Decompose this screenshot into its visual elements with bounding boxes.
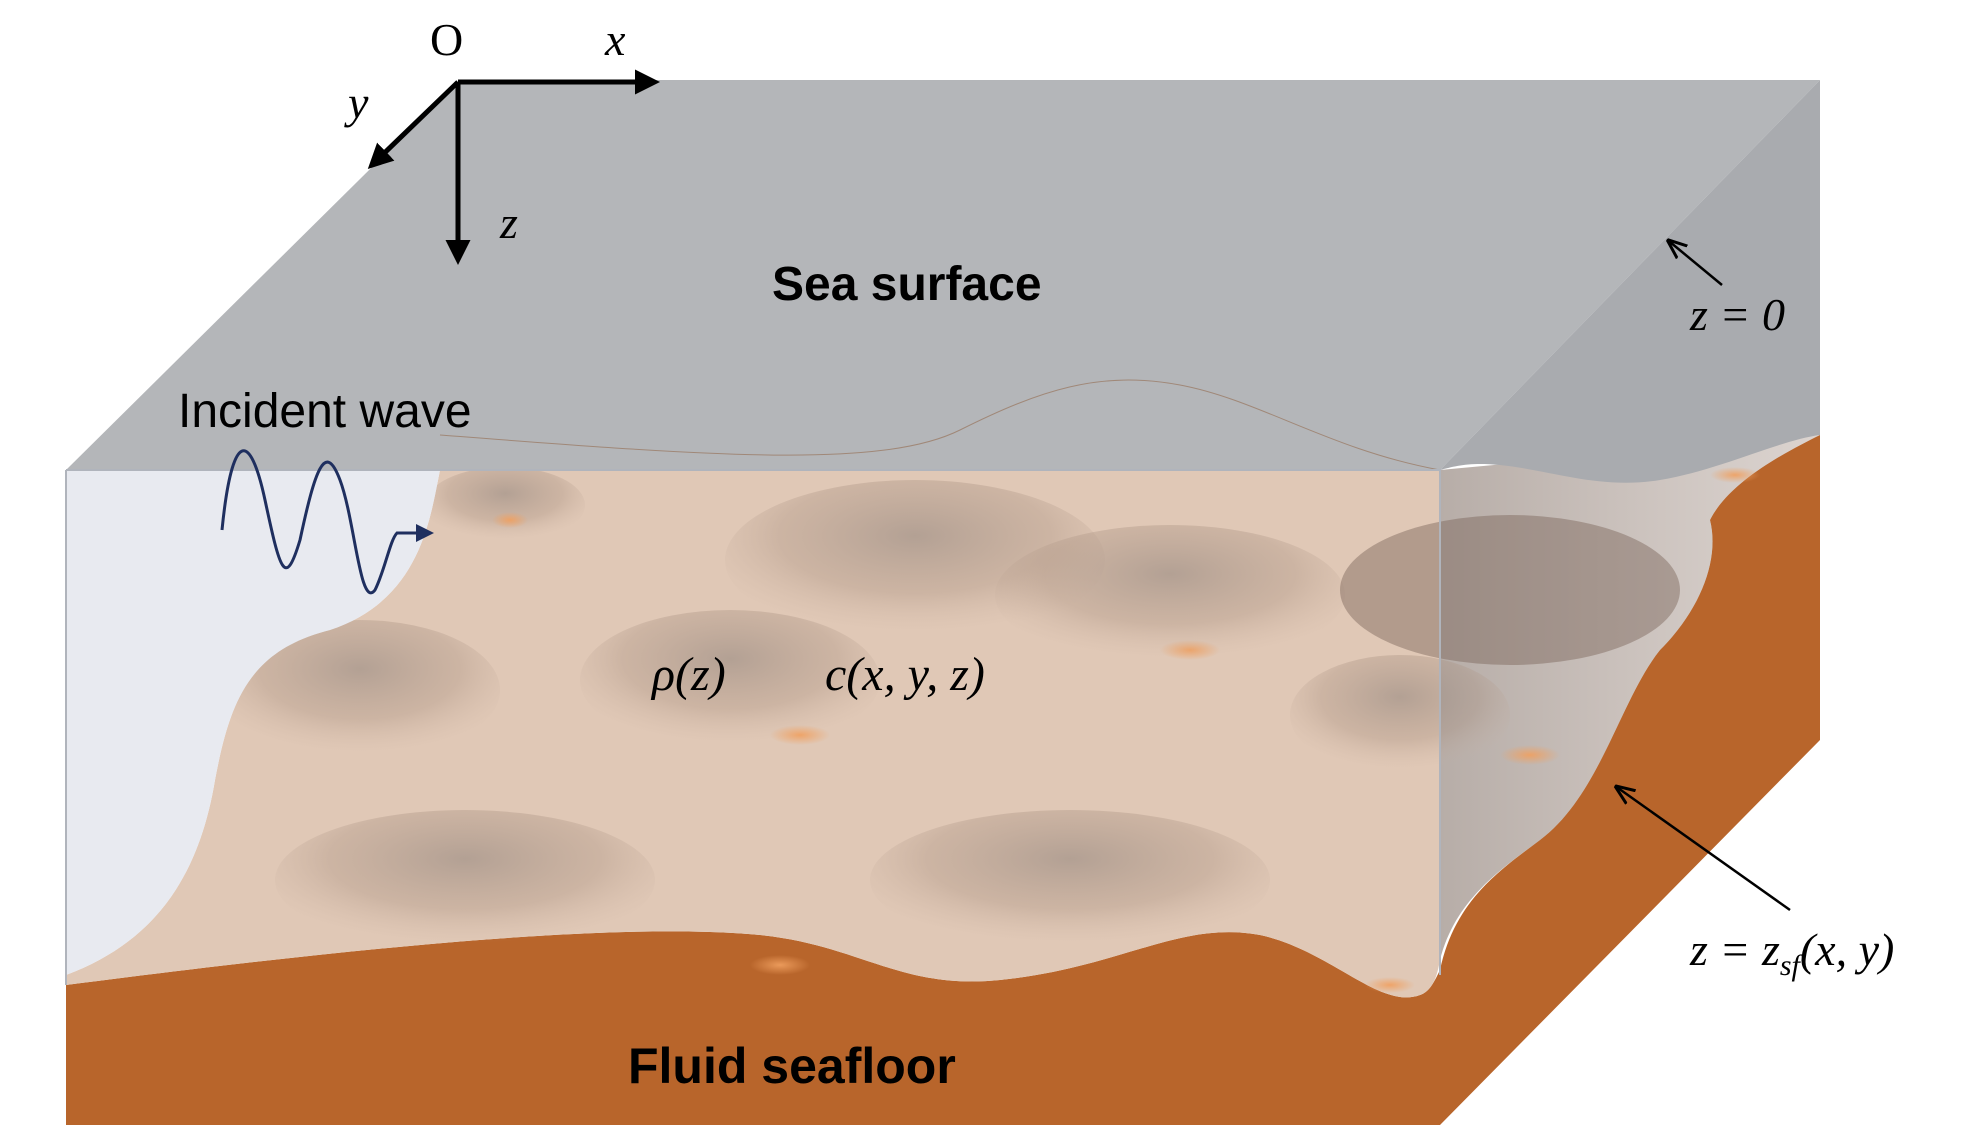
water-front-face (66, 470, 440, 975)
water-box-outline (65, 469, 1441, 985)
seafloor-equation: z = zsf(x, y) (1689, 924, 1894, 982)
y-axis-label: y (344, 77, 369, 128)
sea-surface-top (66, 80, 1820, 470)
density-label: ρ(z) (650, 648, 726, 701)
seafloor-front-face (66, 931, 1440, 1125)
z-axis-label: z (499, 197, 518, 248)
sea-surface-label: Sea surface (772, 258, 1042, 311)
incident-wave-label: Incident wave (178, 385, 472, 438)
x-axis-label: x (604, 14, 626, 65)
seafloor-equation-args: (x, y) (1800, 924, 1894, 975)
incident-wave-icon (220, 449, 434, 595)
seabed-surface (66, 380, 1820, 998)
seafloor-equation-sub: sf (1780, 949, 1804, 982)
seafloor-right-face (1440, 435, 1820, 1125)
y-axis-arrow (367, 80, 460, 169)
seafloor-block (66, 435, 1820, 1125)
fluid-seafloor-label: Fluid seafloor (628, 1038, 956, 1094)
coordinate-axes (367, 69, 660, 265)
seafloor-pointer (1618, 788, 1791, 912)
seafloor-equation-main: z = z (1689, 924, 1780, 975)
sound-speed-label: c(x, y, z) (825, 648, 985, 701)
z-zero-label: z = 0 (1689, 289, 1785, 340)
seabed-hill-outline (439, 379, 1441, 471)
water-right-face (1440, 80, 1820, 483)
z-zero-pointer (1670, 242, 1723, 286)
origin-label: O (430, 14, 463, 65)
